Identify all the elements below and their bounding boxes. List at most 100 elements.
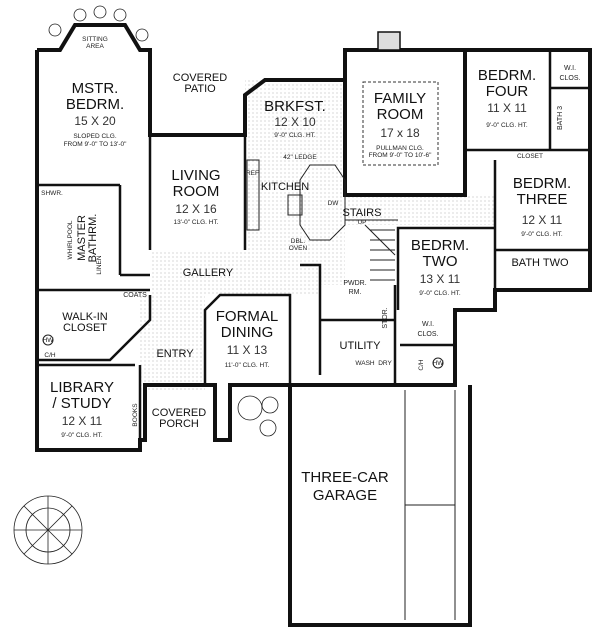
room-master-bedroom: MSTR. BEDRM. 15 X 20 SLOPED CLG. FROM 9'… [64,80,128,148]
svg-text:OVEN: OVEN [289,245,308,252]
svg-text:TWO: TWO [423,253,458,270]
kitchen-counter [246,159,346,241]
room-covered-patio: COVERED PATIO [173,72,227,95]
pullman-ceiling-outline [362,81,439,166]
svg-text:13 X 11: 13 X 11 [420,272,461,286]
garage-doors [404,390,456,620]
svg-text:CLOS.: CLOS. [417,331,438,338]
room-bedroom-two: BEDRM. TWO 13 X 11 9'-0" CLG. HT. [411,237,469,297]
room-bedroom-three: BEDRM. THREE 12 X 11 9'-0" CLG. HT. [513,175,571,238]
room-family-room: FAMILY ROOM 17 x 18 PULLMAN CLG. FROM 9'… [369,90,433,159]
svg-text:42" LEDGE: 42" LEDGE [283,154,317,161]
svg-text:C/H: C/H [418,359,425,371]
svg-text:9'-0" CLG. HT.: 9'-0" CLG. HT. [486,122,528,129]
svg-text:W.I.: W.I. [564,65,576,72]
svg-text:BEDRM.: BEDRM. [411,237,469,254]
shrub-icon [237,395,279,437]
svg-text:HW: HW [43,337,55,344]
svg-text:SHWR.: SHWR. [41,190,63,197]
planter-shrubs-icon [48,5,149,42]
svg-text:ROOM: ROOM [173,183,220,200]
exterior-walls [35,23,592,627]
label-sitting-area: SITTING AREA [82,36,108,50]
tile-floor [140,80,495,390]
room-storage: STOR. [382,307,389,328]
svg-text:13'-0" CLG. HT.: 13'-0" CLG. HT. [173,219,218,226]
tree-icon [13,495,83,565]
svg-text:BATHRM.: BATHRM. [87,214,99,263]
room-living-room: LIVING ROOM 12 X 16 13'-0" CLG. HT. [171,167,220,226]
room-entry: ENTRY [156,348,194,360]
room-utility: UTILITY WASH DRY [340,340,393,367]
svg-text:12 X 16: 12 X 16 [175,202,217,216]
svg-text:BEDRM.: BEDRM. [513,175,571,192]
room-stairs: STAIRS UP [343,207,382,226]
room-bath-three: BATH 3 [557,106,564,130]
svg-text:W.I.: W.I. [422,321,434,328]
room-coats: COATS [123,292,147,299]
svg-text:C/H: C/H [44,352,56,359]
svg-text:15 X 20: 15 X 20 [74,114,116,128]
svg-text:MSTR.: MSTR. [72,80,119,97]
svg-text:PWDR.: PWDR. [343,280,366,287]
room-breakfast: BRKFST. 12 X 10 9'-0" CLG. HT. [264,98,326,139]
svg-text:11 X 11: 11 X 11 [487,101,527,115]
room-closet-three: CLOSET [517,153,543,160]
svg-text:RM.: RM. [349,289,362,296]
svg-text:BOOKS: BOOKS [132,403,139,427]
svg-text:9'-0" CLG. HT.: 9'-0" CLG. HT. [274,132,316,139]
room-gallery: GALLERY [183,267,234,279]
svg-text:9'-0" CLG. HT.: 9'-0" CLG. HT. [419,290,461,297]
room-formal-dining: FORMAL DINING 11 X 13 11'-0" CLG. HT. [216,308,279,369]
svg-text:REF.: REF. [246,170,260,177]
svg-text:WALK-IN: WALK-IN [62,311,107,323]
fireplace [377,31,401,51]
room-wi-closet-four: W.I. CLOS. [559,65,580,82]
svg-text:FROM 9'-0" TO 10'-6": FROM 9'-0" TO 10'-6" [369,152,433,159]
svg-text:SLOPED CLG.: SLOPED CLG. [73,133,117,140]
svg-text:SITTING: SITTING [82,36,108,43]
svg-text:PORCH: PORCH [159,418,199,430]
svg-text:THREE-CAR: THREE-CAR [301,469,389,486]
room-covered-porch: COVERED PORCH [152,407,206,430]
svg-text:DRY: DRY [378,360,392,367]
svg-text:COVERED: COVERED [152,407,206,419]
svg-text:11'-0" CLG. HT.: 11'-0" CLG. HT. [225,362,270,369]
svg-text:LINEN: LINEN [96,255,103,274]
svg-text:THREE: THREE [517,191,568,208]
svg-text:BRKFST.: BRKFST. [264,98,326,115]
svg-text:PULLMAN CLG.: PULLMAN CLG. [376,145,424,152]
svg-text:FOUR: FOUR [486,83,529,100]
svg-text:DINING: DINING [221,324,274,341]
svg-text:12 X 10: 12 X 10 [274,115,316,129]
stairs-treads [364,224,396,281]
svg-text:12 X 11: 12 X 11 [62,414,103,428]
svg-text:WHIRLPOOL: WHIRLPOOL [67,220,74,259]
interior-walls [37,50,590,440]
svg-text:BEDRM.: BEDRM. [478,67,536,84]
svg-text:CLOSET: CLOSET [63,322,107,334]
svg-text:FORMAL: FORMAL [216,308,279,325]
svg-text:GARAGE: GARAGE [313,487,377,504]
svg-text:COVERED: COVERED [173,72,227,84]
svg-text:FAMILY: FAMILY [374,90,426,107]
svg-text:LIBRARY: LIBRARY [50,379,114,396]
equipment-ch-hw-1: HW C/H [42,334,56,359]
svg-text:ROOM: ROOM [377,106,424,123]
room-wi-closet-two: W.I. CLOS. [417,321,438,338]
svg-text:WASH: WASH [355,360,375,367]
svg-text:MASTER: MASTER [76,215,88,261]
svg-text:LIVING: LIVING [171,167,220,184]
room-garage: THREE-CAR GARAGE [301,469,389,504]
svg-text:DBL.: DBL. [291,238,306,245]
svg-text:12 X 11: 12 X 11 [522,213,563,227]
svg-text:DW: DW [328,200,340,207]
svg-text:17 x 18: 17 x 18 [380,126,420,140]
svg-text:/ STUDY: / STUDY [52,395,111,412]
room-kitchen: 42" LEDGE KITCHEN REF. DW DBL. OVEN [246,154,339,252]
room-bath-two: BATH TWO [511,257,568,269]
svg-text:PATIO: PATIO [184,83,216,95]
room-walk-in-closet: WALK-IN CLOSET [62,311,107,334]
svg-text:HW: HW [433,360,445,367]
